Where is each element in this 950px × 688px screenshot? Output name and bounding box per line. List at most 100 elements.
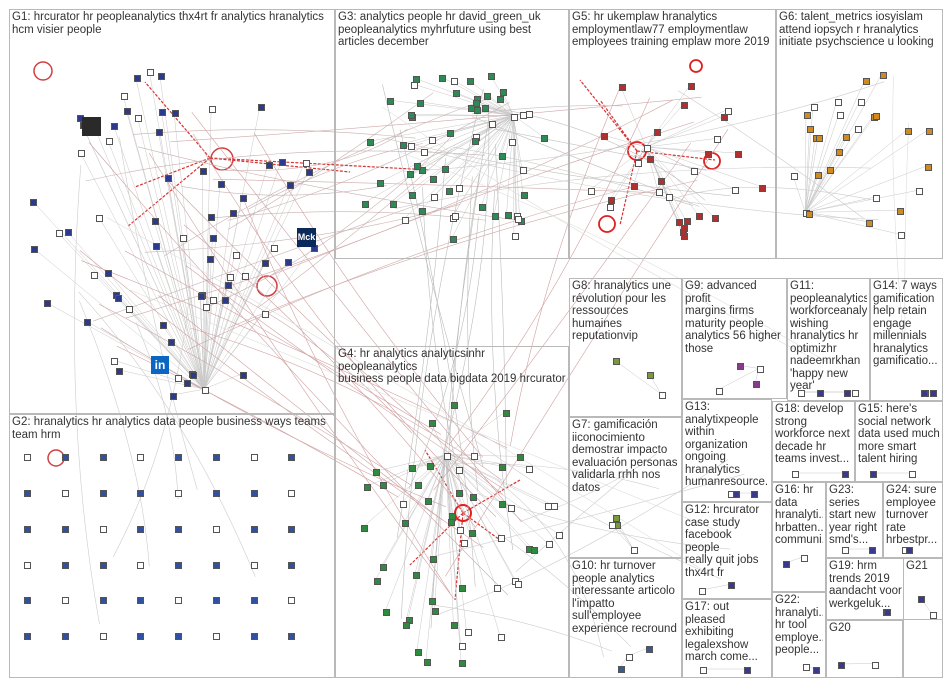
node[interactable] — [227, 273, 235, 281]
node[interactable] — [541, 134, 549, 142]
node[interactable] — [367, 139, 375, 147]
node[interactable] — [502, 410, 510, 418]
node[interactable] — [683, 218, 691, 226]
node[interactable] — [909, 471, 917, 478]
node[interactable] — [816, 390, 824, 397]
node[interactable] — [750, 491, 758, 498]
node[interactable] — [197, 292, 205, 300]
node[interactable] — [270, 244, 278, 252]
node[interactable] — [99, 633, 107, 641]
node[interactable] — [618, 84, 626, 92]
node[interactable] — [99, 561, 107, 569]
node[interactable] — [521, 192, 529, 200]
node[interactable] — [813, 666, 820, 674]
node[interactable] — [399, 500, 407, 508]
node[interactable] — [658, 177, 666, 185]
node[interactable] — [457, 526, 465, 534]
mck-logo-icon[interactable]: Mck — [297, 228, 316, 247]
node[interactable] — [387, 98, 395, 106]
node[interactable] — [399, 141, 407, 149]
node[interactable] — [407, 112, 415, 120]
node[interactable] — [587, 187, 595, 195]
node[interactable] — [202, 304, 210, 311]
node[interactable] — [688, 82, 696, 90]
node[interactable] — [218, 180, 226, 188]
node[interactable] — [631, 547, 639, 554]
node[interactable] — [175, 489, 182, 497]
node[interactable] — [221, 297, 229, 305]
node[interactable] — [408, 192, 416, 200]
node[interactable] — [306, 168, 314, 176]
node[interactable] — [175, 597, 182, 605]
node[interactable] — [415, 481, 423, 489]
node[interactable] — [302, 160, 310, 168]
node[interactable] — [798, 390, 806, 397]
node[interactable] — [377, 180, 385, 188]
node[interactable] — [800, 554, 808, 562]
node[interactable] — [456, 466, 464, 474]
node[interactable] — [470, 493, 478, 501]
node[interactable] — [453, 90, 461, 98]
node[interactable] — [494, 584, 502, 592]
node[interactable] — [516, 454, 524, 462]
node[interactable] — [212, 597, 220, 605]
node[interactable] — [489, 120, 497, 128]
node[interactable] — [525, 465, 533, 473]
node[interactable] — [99, 489, 107, 497]
node[interactable] — [675, 218, 683, 226]
node[interactable] — [61, 597, 69, 605]
node[interactable] — [156, 128, 164, 136]
node[interactable] — [373, 577, 381, 585]
node[interactable] — [456, 489, 464, 497]
node[interactable] — [481, 104, 489, 112]
node[interactable] — [209, 105, 217, 113]
node[interactable] — [250, 633, 258, 641]
node[interactable] — [442, 165, 450, 173]
node[interactable] — [474, 107, 482, 115]
node[interactable] — [756, 366, 764, 374]
node[interactable] — [681, 102, 689, 110]
node[interactable] — [645, 646, 653, 654]
node[interactable] — [508, 139, 516, 147]
node[interactable] — [250, 561, 258, 569]
node[interactable] — [429, 598, 437, 606]
node[interactable] — [438, 74, 446, 82]
node[interactable] — [416, 99, 424, 107]
node[interactable] — [212, 525, 220, 533]
node[interactable] — [499, 88, 507, 96]
node[interactable] — [43, 300, 51, 308]
node[interactable] — [64, 228, 72, 236]
node[interactable] — [753, 380, 761, 388]
node[interactable] — [679, 228, 687, 236]
node[interactable] — [288, 597, 296, 605]
node[interactable] — [519, 167, 527, 175]
node[interactable] — [147, 68, 155, 76]
node[interactable] — [700, 667, 708, 674]
node[interactable] — [862, 78, 870, 86]
node[interactable] — [492, 213, 500, 220]
node[interactable] — [696, 212, 703, 220]
node[interactable] — [497, 535, 505, 543]
node[interactable] — [207, 214, 215, 222]
node[interactable] — [816, 135, 824, 143]
node[interactable] — [115, 294, 123, 302]
node[interactable] — [157, 72, 165, 80]
node[interactable] — [153, 242, 161, 250]
node[interactable] — [735, 151, 743, 159]
node[interactable] — [608, 521, 616, 529]
node[interactable] — [469, 530, 477, 538]
node[interactable] — [711, 215, 719, 222]
node[interactable] — [879, 72, 887, 80]
node[interactable] — [460, 539, 468, 547]
node[interactable] — [111, 122, 119, 130]
node[interactable] — [418, 207, 426, 215]
node[interactable] — [852, 390, 860, 397]
node[interactable] — [925, 127, 933, 135]
node[interactable] — [229, 209, 237, 217]
node[interactable] — [99, 597, 107, 605]
node[interactable] — [631, 183, 639, 191]
node[interactable] — [873, 113, 881, 121]
node[interactable] — [250, 525, 258, 533]
node[interactable] — [124, 107, 132, 115]
node[interactable] — [612, 358, 620, 366]
